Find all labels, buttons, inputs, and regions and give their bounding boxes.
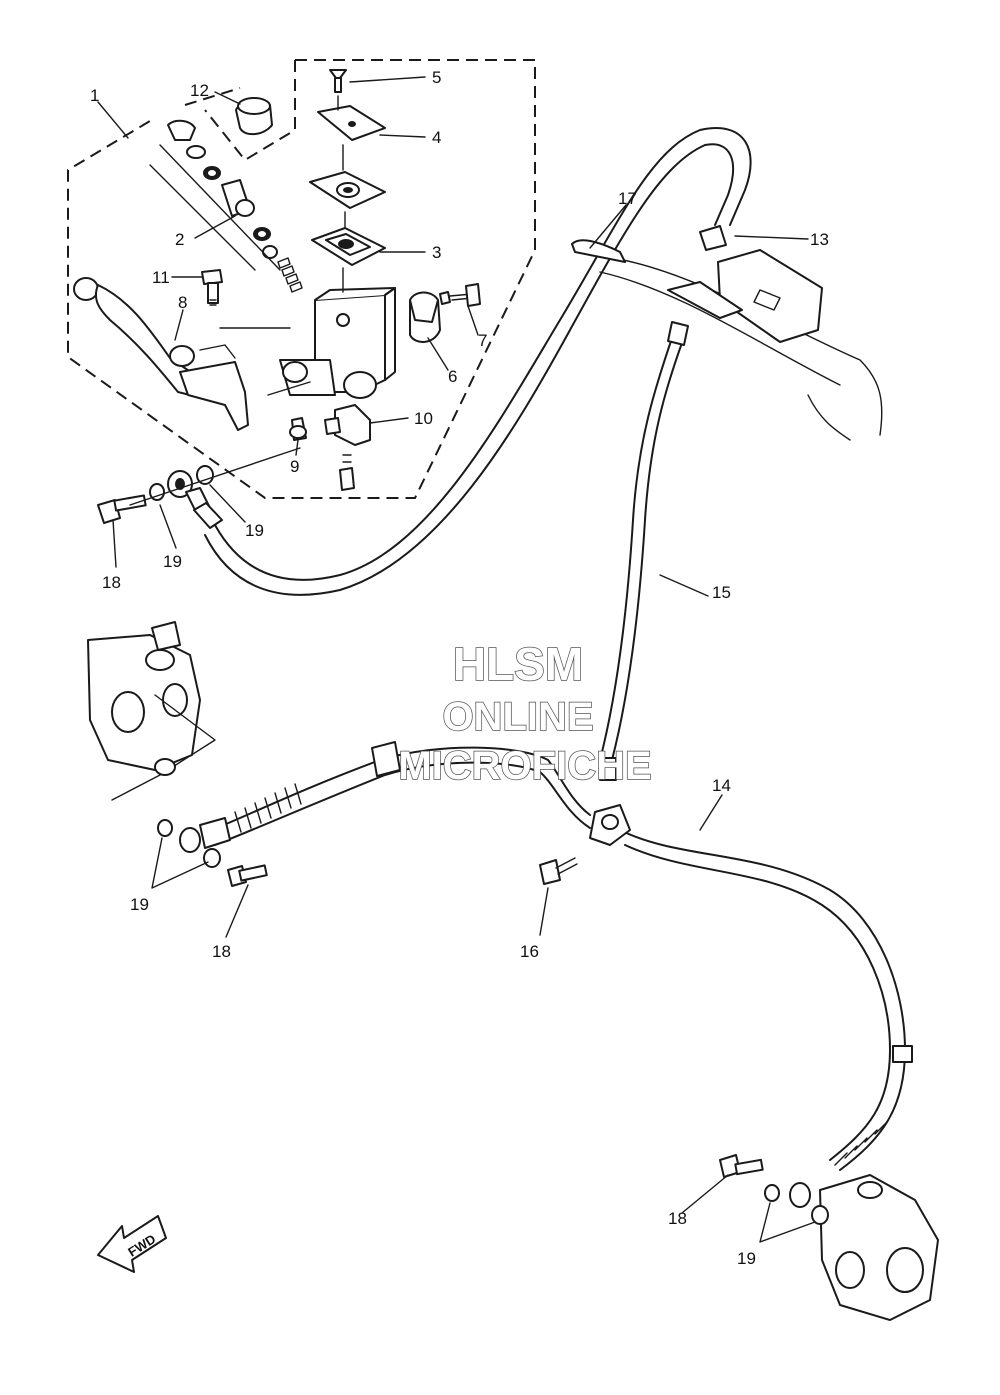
callout-7: 7 — [478, 331, 487, 350]
callout-leader-lines — [97, 76, 816, 1243]
callout-13: 13 — [810, 230, 829, 249]
callout-15: 15 — [712, 583, 731, 602]
small-parts — [201, 97, 481, 491]
brake-hose-front-left — [199, 741, 591, 849]
left-brake-caliper — [87, 621, 268, 887]
callout-19-right: 19 — [737, 1249, 756, 1268]
brake-hose-14 — [619, 829, 913, 1171]
callout-18-upper: 18 — [102, 573, 121, 592]
brake-lever — [73, 277, 249, 431]
callout-18-right: 18 — [668, 1209, 687, 1228]
callout-19-upper-a: 19 — [163, 552, 182, 571]
callout-5: 5 — [432, 68, 441, 87]
handlebar-clamp — [571, 225, 883, 441]
watermark-line-3: MICROFICHE — [398, 744, 651, 788]
callout-16: 16 — [520, 942, 539, 961]
reservoir-cap-parts — [309, 69, 386, 293]
brake-hose-15 — [599, 321, 689, 781]
fwd-arrow-icon: FWD — [97, 1215, 167, 1273]
master-cylinder-group-outline — [67, 59, 536, 499]
callout-19-left: 19 — [130, 895, 149, 914]
callout-4: 4 — [432, 128, 441, 147]
upper-banjo-fitting — [97, 447, 301, 529]
callout-2: 2 — [175, 230, 184, 249]
reservoir-group-outline — [204, 60, 296, 162]
callout-3: 3 — [432, 243, 441, 262]
right-brake-caliper — [719, 1154, 939, 1321]
callout-19-upper-b: 19 — [245, 521, 264, 540]
hose-junction — [539, 804, 631, 885]
brake-hose-upper — [204, 127, 752, 596]
watermark: HLSM ONLINE MICROFICHE — [398, 637, 653, 789]
callout-14: 14 — [712, 776, 731, 795]
callout-18-left: 18 — [212, 942, 231, 961]
watermark-line-2: ONLINE — [442, 695, 593, 739]
callout-10: 10 — [414, 409, 433, 428]
callout-12: 12 — [190, 81, 209, 100]
callout-numbers: 1 2 3 4 5 6 7 8 9 10 11 12 13 14 15 16 1… — [90, 68, 829, 1268]
callout-1: 1 — [90, 86, 99, 105]
master-cylinder-body — [219, 287, 396, 399]
callout-11: 11 — [152, 268, 170, 287]
callout-17: 17 — [618, 189, 637, 208]
piston-kit — [149, 119, 303, 293]
watermark-line-1: HLSM — [453, 638, 583, 690]
callout-8: 8 — [178, 293, 187, 312]
callout-9: 9 — [290, 457, 299, 476]
callout-6: 6 — [448, 367, 457, 386]
